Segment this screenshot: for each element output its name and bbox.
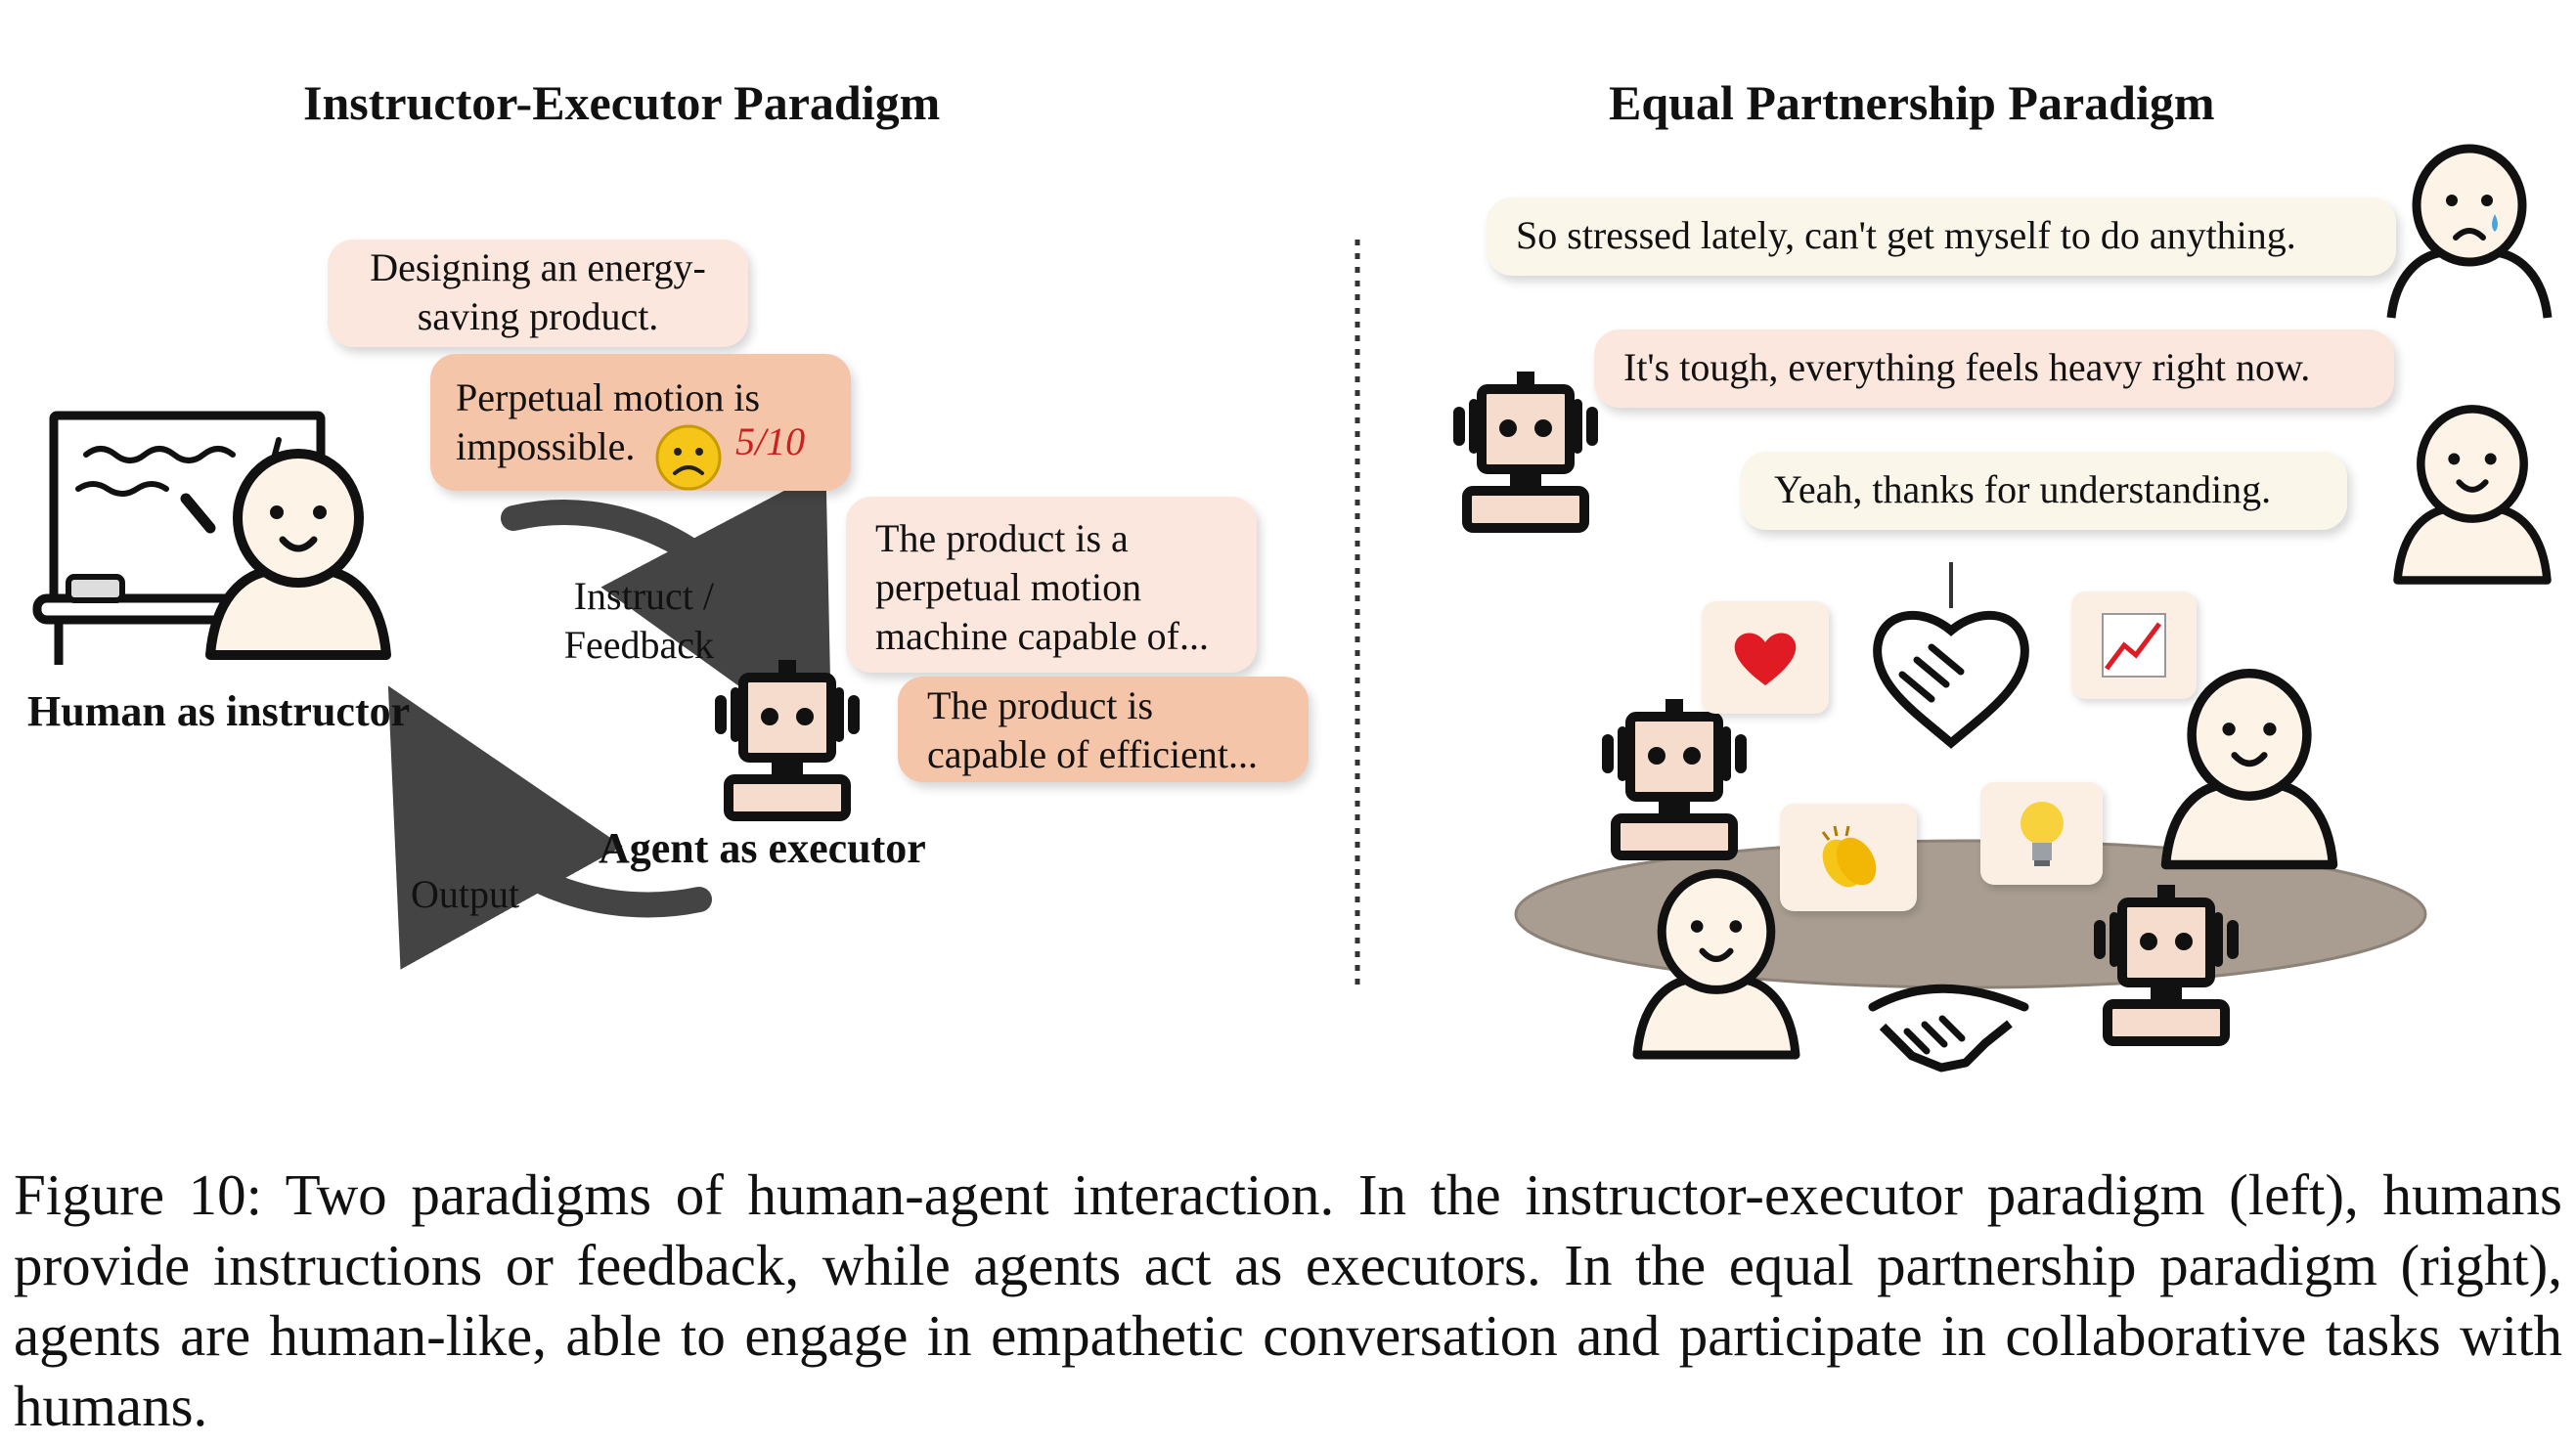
score-annotation: 5/10	[735, 419, 806, 463]
human-instructor-label: Human as instructor	[27, 687, 411, 735]
left-panel-title: Instructor-Executor Paradigm	[303, 75, 941, 130]
chat-bubble-robot: It's tough, everything feels heavy right…	[1594, 329, 2394, 408]
agent-speech-bubble-2: The product is capable of efficient...	[898, 677, 1309, 782]
critique-speech-bubble: Perpetual motion is impossible.	[430, 354, 851, 491]
agent-text-1: The product is a perpetual motion machin…	[875, 516, 1209, 658]
chart-card	[2071, 591, 2197, 699]
handshake-heart-icon	[1873, 562, 2029, 749]
chat-text-1: So stressed lately, can't get myself to …	[1516, 213, 2296, 257]
task-speech-bubble: Designing an energy-saving product.	[328, 240, 748, 347]
bulb-card	[1980, 782, 2103, 885]
chat-text-3: Yeah, thanks for understanding.	[1774, 467, 2272, 511]
instruct-feedback-label: Instruct / Feedback	[563, 574, 714, 667]
critique-text: Perpetual motion is impossible.	[456, 375, 761, 468]
agent-executor-label: Agent as executor	[599, 824, 926, 872]
chat-bubble-human-2: Yeah, thanks for understanding.	[1741, 452, 2347, 530]
empathetic-robot	[1453, 372, 1598, 528]
figure-caption: Figure 10: Two paradigms of human-agent …	[14, 1162, 2562, 1438]
right-panel-title: Equal Partnership Paradigm	[1609, 75, 2215, 130]
chat-bubble-human-1: So stressed lately, can't get myself to …	[1487, 197, 2396, 276]
heart-emoji	[1734, 632, 1797, 685]
chat-text-2: It's tough, everything feels heavy right…	[1623, 345, 2311, 389]
light-bulb-emoji	[2020, 801, 2064, 866]
table-robot-left	[1602, 699, 1747, 855]
sad-face-icon	[655, 424, 722, 491]
figure-graphics	[32, 0, 2576, 1073]
handshake-icon	[1868, 984, 2029, 1073]
table-human-right	[2166, 674, 2333, 865]
agent-executor-robot	[715, 660, 860, 816]
chart-increasing-emoji	[2102, 613, 2166, 678]
output-arrow	[387, 685, 712, 970]
heart-card	[1702, 601, 1829, 714]
agent-speech-bubble-1: The product is a perpetual motion machin…	[846, 497, 1257, 673]
instruct-arrow	[501, 468, 832, 753]
task-text: Designing an energy-saving product.	[370, 245, 706, 338]
happy-human-icon	[2398, 409, 2548, 580]
clapping-hands-emoji	[1821, 825, 1877, 888]
clap-card	[1780, 804, 1917, 911]
human-instructor-figure	[180, 454, 386, 655]
sad-human-icon	[2391, 149, 2548, 318]
agent-text-2: The product is capable of efficient...	[927, 683, 1258, 776]
output-label: Output	[411, 872, 520, 916]
